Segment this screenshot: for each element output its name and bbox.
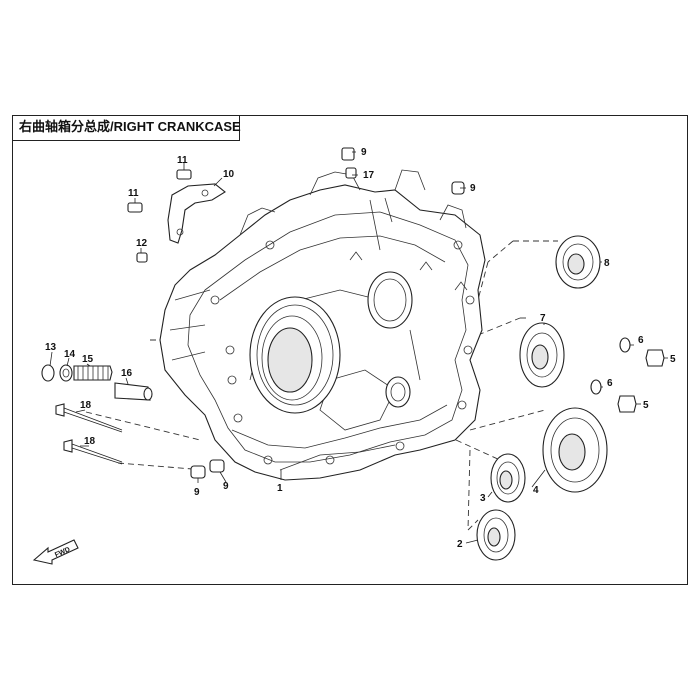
callout-5-upper: 5 <box>670 354 676 365</box>
callout-8: 8 <box>604 258 610 269</box>
leader-lines <box>49 151 668 544</box>
callout-7: 7 <box>540 313 546 324</box>
bolts-11 <box>127 169 192 263</box>
callout-12: 12 <box>136 238 148 249</box>
callout-9-right: 9 <box>470 183 476 194</box>
callout-14: 14 <box>64 349 76 360</box>
callout-6-lower: 6 <box>607 378 613 389</box>
callout-13: 13 <box>45 342 57 353</box>
diagram-title: 右曲轴箱分总成/RIGHT CRANKCASE <box>12 115 241 141</box>
callout-18-upper: 18 <box>80 400 92 411</box>
callout-15: 15 <box>82 354 94 365</box>
callout-5-lower: 5 <box>643 400 649 411</box>
crankshaft-bore <box>249 296 341 414</box>
oil-pressure-parts <box>41 364 153 465</box>
bearing-8 <box>555 235 601 289</box>
dowel-pins-bottom <box>190 459 225 479</box>
callout-11-lower: 11 <box>128 188 139 199</box>
callout-18-lower: 18 <box>84 436 96 447</box>
callout-10: 10 <box>223 169 235 180</box>
diagram-frame <box>12 115 688 585</box>
callout-9-top: 9 <box>361 147 367 158</box>
callout-16: 16 <box>121 368 133 379</box>
washers-and-bolts-right <box>590 337 665 413</box>
bolt-holes <box>210 240 475 465</box>
callout-labels: 9 17 9 11 10 11 12 13 14 15 16 18 18 9 9… <box>45 147 676 550</box>
callout-11-upper: 11 <box>177 155 188 166</box>
bearing-4 <box>542 407 608 493</box>
callout-9-bottom-right: 9 <box>223 481 229 492</box>
callout-1: 1 <box>277 483 283 494</box>
shaft-bores <box>367 271 413 408</box>
callout-2: 2 <box>457 539 463 550</box>
callout-9-bottom-left: 9 <box>194 487 200 498</box>
bearing-2 <box>476 509 516 561</box>
callout-4: 4 <box>533 485 539 496</box>
top-dowel-pin <box>341 147 465 195</box>
callout-3: 3 <box>480 493 486 504</box>
callout-6-upper: 6 <box>638 335 644 346</box>
bracket <box>167 183 226 244</box>
fwd-arrow-icon: FWD <box>32 539 79 565</box>
bearing-7 <box>519 322 565 388</box>
bearing-3 <box>490 453 526 503</box>
callout-17: 17 <box>363 170 375 181</box>
